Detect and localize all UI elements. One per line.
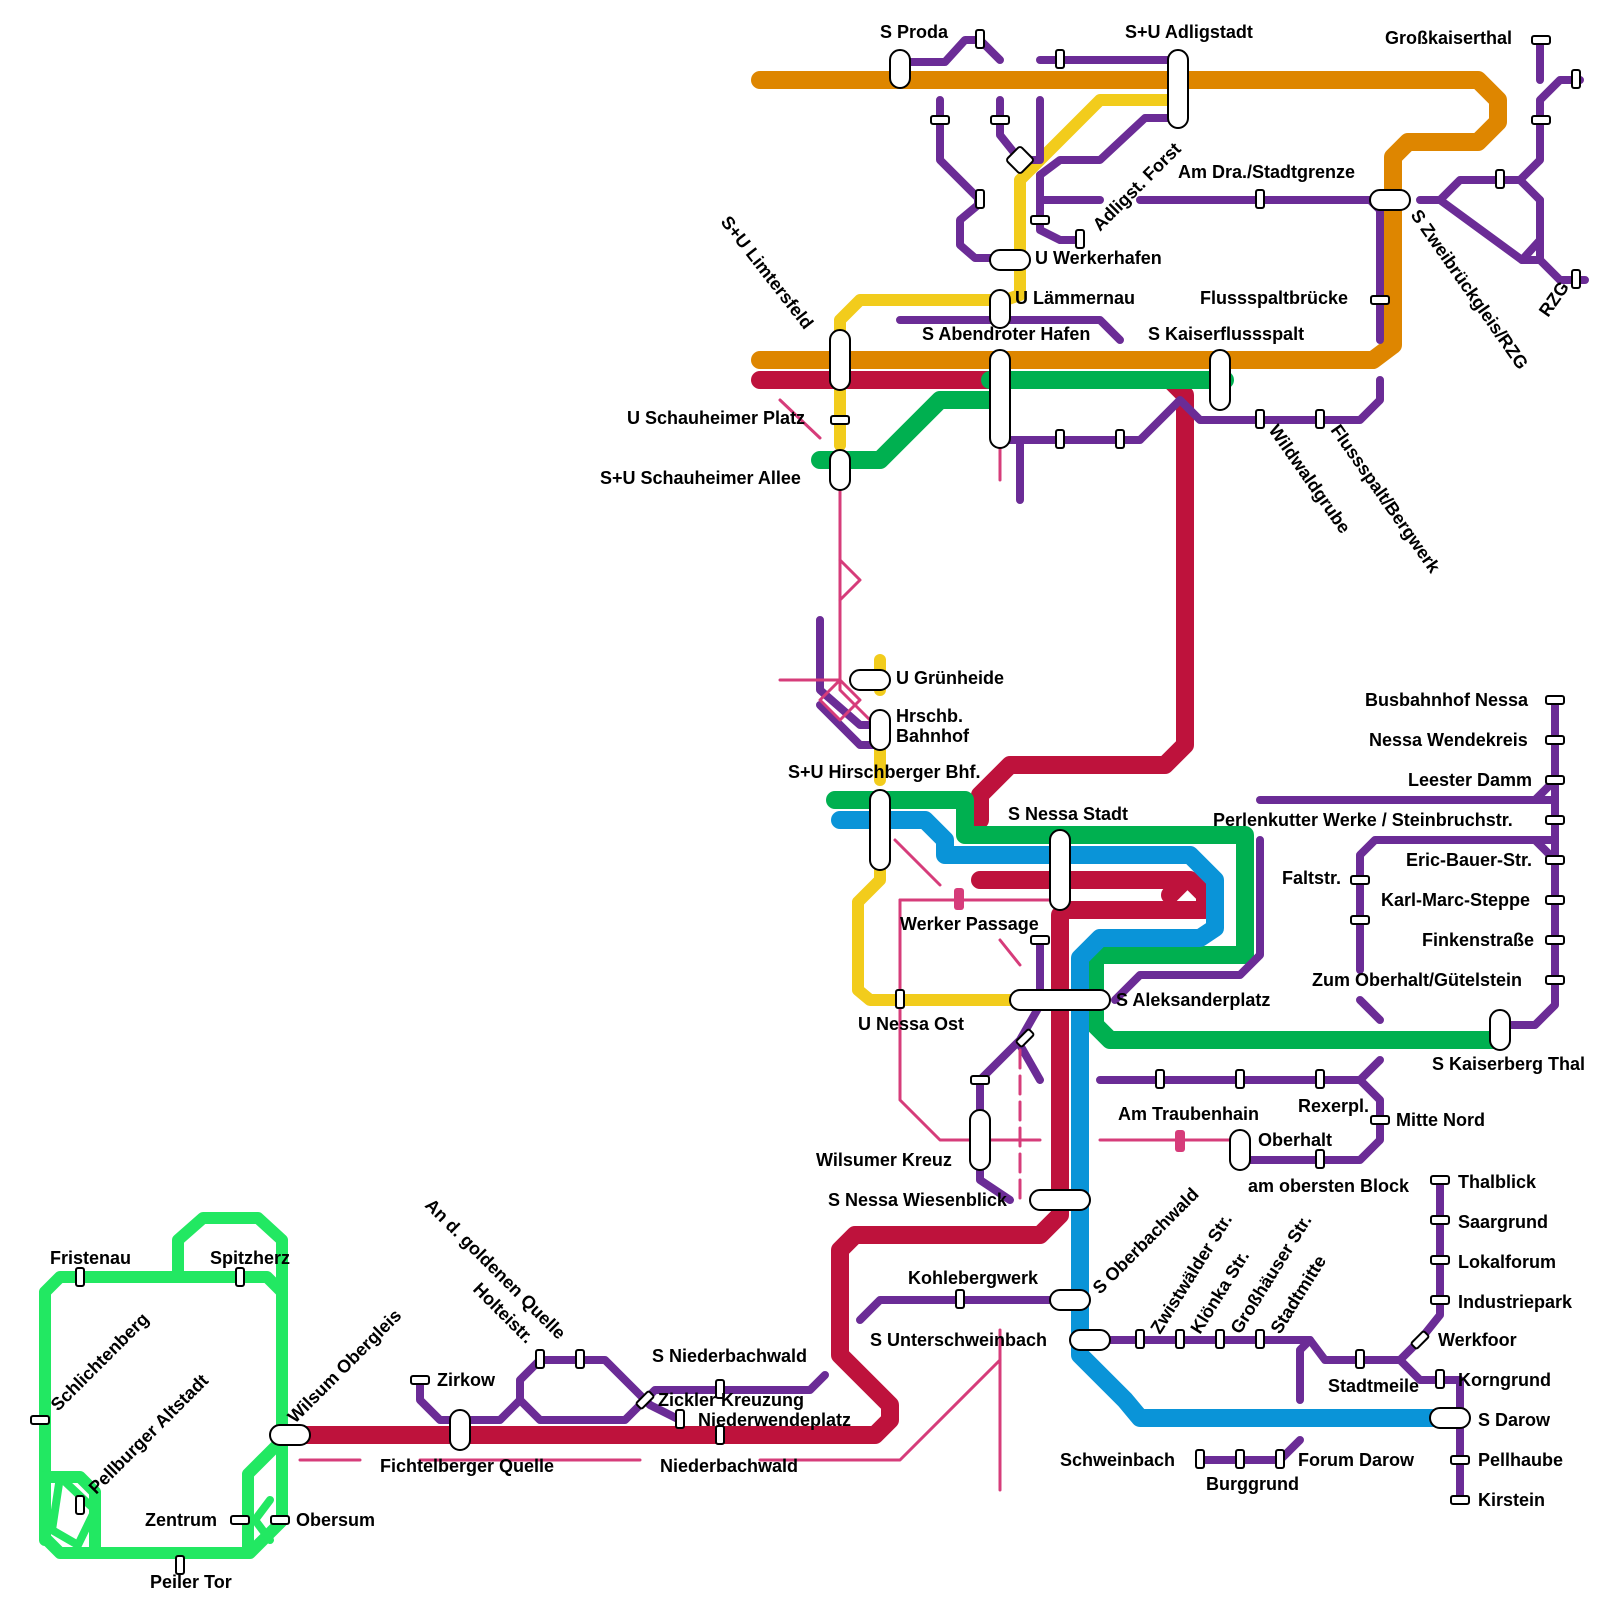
station-label[interactable]: Faltstr. — [1282, 868, 1341, 888]
station-label[interactable]: Oberhalt — [1258, 1130, 1332, 1150]
station-label[interactable]: S Kaiserberg Thal — [1432, 1054, 1585, 1074]
station-label[interactable]: S Unterschweinbach — [870, 1330, 1047, 1350]
station-label[interactable]: S Proda — [880, 22, 949, 42]
station-label[interactable]: Schlichtenberg — [47, 1309, 153, 1415]
station-label[interactable]: Am Dra./Stadtgrenze — [1178, 162, 1355, 182]
station-markers — [30, 29, 1581, 1575]
station-label[interactable]: Obersum — [296, 1510, 375, 1530]
station-label[interactable]: Kohlebergwerk — [908, 1268, 1039, 1288]
station-label[interactable]: RZG — [1535, 278, 1573, 321]
station-label[interactable]: Finkenstraße — [1422, 930, 1534, 950]
station-label[interactable]: S+U Limtersfeld — [717, 212, 817, 333]
red-line — [291, 371, 1214, 1444]
station-label[interactable]: Peiler Tor — [150, 1572, 232, 1592]
station-label[interactable]: An d. goldenen Quelle — [421, 1195, 570, 1344]
station-label[interactable]: Korngrund — [1458, 1370, 1551, 1390]
station-label[interactable]: Stadtmeile — [1328, 1376, 1419, 1396]
station-label[interactable]: Leester Damm — [1408, 770, 1532, 790]
station-label[interactable]: Bahnhof — [896, 726, 970, 746]
station-label[interactable]: Rexerpl. — [1298, 1096, 1369, 1116]
station-label[interactable]: Zentrum — [145, 1510, 217, 1530]
station-label[interactable]: S Abendroter Hafen — [922, 324, 1090, 344]
blue-line — [831, 811, 1469, 1427]
station-label[interactable]: Fristenau — [50, 1248, 131, 1268]
station-label[interactable]: Eric-Bauer-Str. — [1406, 850, 1532, 870]
station-label[interactable]: Lokalforum — [1458, 1252, 1556, 1272]
station-label[interactable]: Großkaiserthal — [1385, 28, 1512, 48]
station-label[interactable]: S Zweibrückgleis/RZG — [1407, 206, 1532, 373]
station-label[interactable]: Niederbachwald — [660, 1456, 798, 1476]
station-label[interactable]: Zirkow — [437, 1370, 496, 1390]
station-label[interactable]: Am Traubenhain — [1118, 1104, 1259, 1124]
station-label[interactable]: S Niederbachwald — [652, 1346, 807, 1366]
station-label[interactable]: Karl-Marc-Steppe — [1381, 890, 1530, 910]
station-label[interactable]: Busbahnhof Nessa — [1365, 690, 1529, 710]
station-label[interactable]: S Darow — [1478, 1410, 1551, 1430]
station-label[interactable]: S Kaiserflussspalt — [1148, 324, 1304, 344]
station-label[interactable]: S+U Schauheimer Allee — [600, 468, 801, 488]
station-label[interactable]: Perlenkutter Werke / Steinbruchstr. — [1213, 810, 1513, 830]
station-label[interactable]: Flussspalt/Bergwerk — [1327, 421, 1445, 578]
station-label[interactable]: am obersten Block — [1248, 1176, 1410, 1196]
station-label[interactable]: S Aleksanderplatz — [1116, 990, 1270, 1010]
orange-line — [751, 71, 1507, 369]
station-label[interactable]: Wilsumer Kreuz — [816, 1150, 952, 1170]
station-label[interactable]: S Nessa Wiesenblick — [828, 1190, 1008, 1210]
station-label[interactable]: S+U Adligstadt — [1125, 22, 1253, 42]
station-label[interactable]: U Schauheimer Platz — [627, 408, 805, 428]
station-label[interactable]: Saargrund — [1458, 1212, 1548, 1232]
station-label[interactable]: Niederwendeplatz — [698, 1410, 851, 1430]
station-label[interactable]: Fichtelberger Quelle — [380, 1456, 554, 1476]
station-label[interactable]: Thalblick — [1458, 1172, 1537, 1192]
station-label[interactable]: Mitte Nord — [1396, 1110, 1485, 1130]
station-label[interactable]: Burggrund — [1206, 1474, 1299, 1494]
station-label[interactable]: U Lämmernau — [1015, 288, 1135, 308]
station-label[interactable]: U Nessa Ost — [858, 1014, 964, 1034]
station-label[interactable]: Zum Oberhalt/Gütelstein — [1312, 970, 1522, 990]
station-label[interactable]: U Grünheide — [896, 668, 1004, 688]
station-label[interactable]: Werker Passage — [900, 914, 1039, 934]
station-label[interactable]: Flussspaltbrücke — [1200, 288, 1348, 308]
station-label[interactable]: Pellhaube — [1478, 1450, 1563, 1470]
yellow-line — [834, 94, 1181, 1006]
station-label[interactable]: S Nessa Stadt — [1008, 804, 1128, 824]
station-label[interactable]: Schweinbach — [1060, 1450, 1175, 1470]
station-label[interactable]: Forum Darow — [1298, 1450, 1415, 1470]
station-label[interactable]: Industriepark — [1458, 1292, 1573, 1312]
station-label[interactable]: Kirstein — [1478, 1490, 1545, 1510]
station-label[interactable]: U Werkerhafen — [1035, 248, 1162, 268]
station-label[interactable]: Nessa Wendekreis — [1369, 730, 1528, 750]
station-label[interactable]: S+U Hirschberger Bhf. — [788, 762, 981, 782]
station-label[interactable]: Werkfoor — [1438, 1330, 1517, 1350]
station-label[interactable]: Wilsum Obergleis — [284, 1305, 406, 1427]
station-label[interactable]: Zickler Kreuzung — [658, 1390, 804, 1410]
station-label[interactable]: Hrschb. — [896, 706, 963, 726]
station-label[interactable]: Spitzherz — [210, 1248, 290, 1268]
station-label[interactable]: Pellburger Altstadt — [85, 1370, 213, 1498]
pink-markers — [954, 888, 1185, 1152]
